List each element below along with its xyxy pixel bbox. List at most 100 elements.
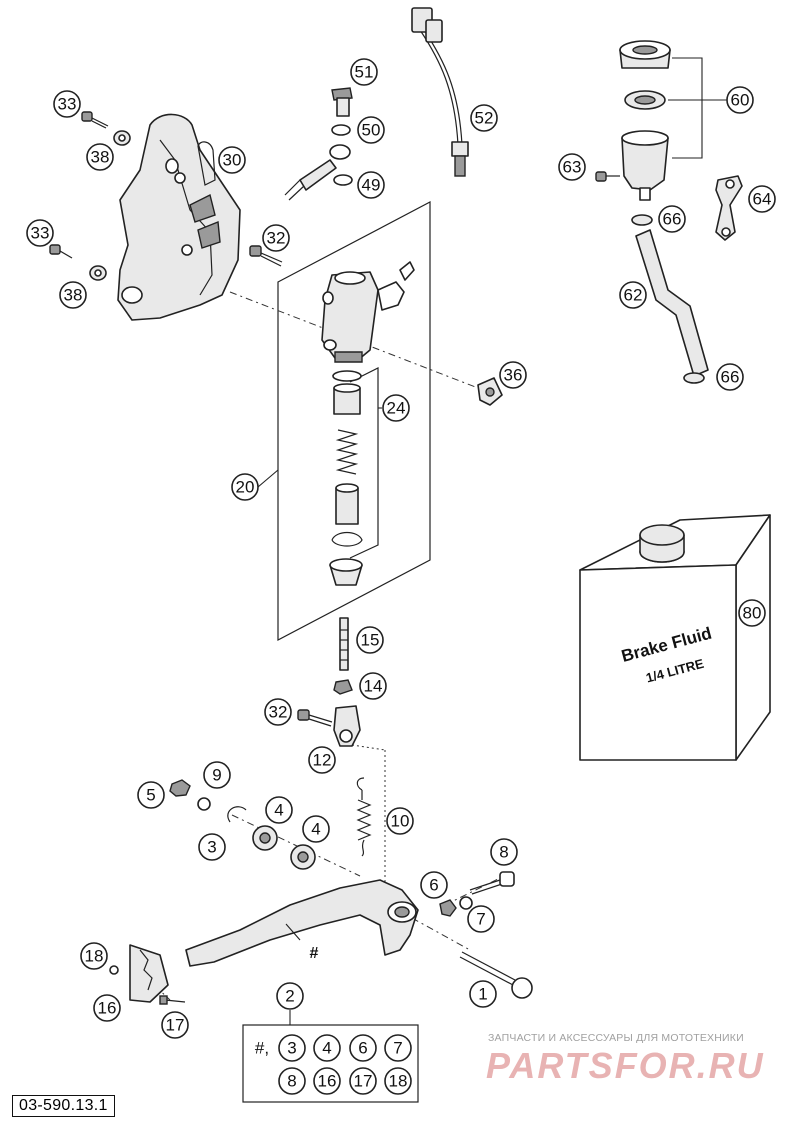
svg-text:51: 51 (355, 63, 374, 82)
callout-66-upper: 66 (658, 205, 686, 233)
brake-switch-52 (411, 7, 469, 177)
svg-text:10: 10 (391, 812, 410, 831)
kit-item: 18 (384, 1067, 412, 1095)
screw-63 (595, 171, 620, 182)
svg-text:64: 64 (753, 190, 772, 209)
pedal-assembly-mark: # (310, 945, 319, 962)
diagram-id-label: 03-590.13.1 (12, 1095, 115, 1117)
svg-text:36: 36 (504, 366, 523, 385)
svg-text:32: 32 (269, 703, 288, 722)
svg-text:50: 50 (362, 121, 381, 140)
svg-text:16: 16 (318, 1072, 337, 1091)
callout-15: 15 (356, 626, 384, 654)
banjo-hose (284, 144, 351, 201)
svg-text:20: 20 (236, 478, 255, 497)
svg-text:66: 66 (663, 210, 682, 229)
callout-17: 17 (161, 1011, 189, 1039)
kit-item: 16 (313, 1067, 341, 1095)
kit-item: 4 (313, 1034, 341, 1062)
svg-text:18: 18 (85, 947, 104, 966)
washer-18 (109, 965, 119, 975)
svg-text:7: 7 (393, 1039, 402, 1058)
hose-clamp-66-upper (631, 214, 653, 226)
bracket-64 (715, 175, 743, 241)
svg-text:12: 12 (313, 751, 332, 770)
svg-text:63: 63 (563, 158, 582, 177)
svg-text:3: 3 (207, 838, 216, 857)
svg-text:33: 33 (58, 95, 77, 114)
callout-80: 80 (738, 599, 766, 627)
callout-14: 14 (359, 672, 387, 700)
callout-32-upper: 32 (262, 224, 290, 252)
reservoir-cap (619, 40, 671, 69)
kit-item: 6 (349, 1034, 377, 1062)
svg-text:8: 8 (287, 1072, 296, 1091)
assembly-24-bracket (349, 367, 379, 559)
callout-52: 52 (470, 104, 498, 132)
washer-49 (333, 174, 353, 186)
callout-9: 9 (203, 761, 231, 789)
callout-3: 3 (198, 833, 226, 861)
bearing-4-lower (290, 844, 316, 870)
bolt-8 (469, 871, 515, 895)
circlip-3 (227, 806, 247, 823)
svg-text:38: 38 (64, 286, 83, 305)
plunger (335, 483, 359, 525)
master-cylinder-body (321, 261, 415, 363)
callout-66-lower: 66 (716, 363, 744, 391)
svg-text:4: 4 (274, 801, 283, 820)
reservoir-body (621, 130, 669, 201)
callout-2: 2 (276, 982, 304, 1010)
svg-text:5: 5 (146, 786, 155, 805)
callout-7: 7 (467, 905, 495, 933)
assembly-20-frame (277, 201, 431, 641)
callout-6: 6 (420, 871, 448, 899)
callout-50: 50 (357, 116, 385, 144)
svg-text:38: 38 (91, 148, 110, 167)
svg-text:17: 17 (354, 1072, 373, 1091)
bolt-32-upper (249, 245, 283, 267)
brake-fluid-container: Brake Fluid 1/4 LITRE (579, 514, 771, 761)
nut-14 (333, 679, 353, 695)
washer-9 (197, 797, 211, 811)
kit-2-box (242, 1024, 419, 1103)
o-ring (332, 370, 362, 382)
svg-text:62: 62 (624, 286, 643, 305)
nut-36 (477, 377, 503, 406)
svg-text:52: 52 (475, 109, 494, 128)
spring-10 (356, 777, 372, 857)
svg-text:24: 24 (387, 399, 406, 418)
reservoir-bracket-line (672, 57, 703, 159)
svg-text:1: 1 (478, 985, 487, 1004)
svg-text:8: 8 (499, 843, 508, 862)
svg-text:3: 3 (287, 1039, 296, 1058)
callout-64: 64 (748, 185, 776, 213)
watermark-tagline: ЗАПЧАСТИ И АКСЕССУАРЫ ДЛЯ МОТОТЕХНИКИ (488, 1032, 744, 1044)
reservoir-diaphragm (624, 90, 666, 110)
callout-33-upper: 33 (53, 90, 81, 118)
banjo-bolt-51 (331, 87, 353, 117)
svg-text:4: 4 (322, 1039, 331, 1058)
svg-text:17: 17 (166, 1016, 185, 1035)
bearing-4-upper (252, 825, 278, 851)
callout-4-lower: 4 (302, 815, 330, 843)
svg-text:7: 7 (476, 910, 485, 929)
callout-38-lower: 38 (59, 281, 87, 309)
callout-36: 36 (499, 361, 527, 389)
callout-38-upper: 38 (86, 143, 114, 171)
callout-30: 30 (218, 146, 246, 174)
bolt-33-lower (49, 244, 73, 259)
bolt-1 (459, 951, 533, 999)
piston (333, 383, 361, 415)
callout-12: 12 (308, 746, 336, 774)
svg-text:49: 49 (362, 176, 381, 195)
svg-text:18: 18 (389, 1072, 408, 1091)
svg-text:16: 16 (98, 999, 117, 1018)
kit-item: 17 (349, 1067, 377, 1095)
svg-text:66: 66 (721, 368, 740, 387)
brake-guard-part-30 (117, 113, 241, 321)
washer-7 (459, 896, 473, 910)
svg-text:6: 6 (429, 876, 438, 895)
pin-17 (159, 995, 186, 1005)
svg-text:4: 4 (311, 820, 320, 839)
